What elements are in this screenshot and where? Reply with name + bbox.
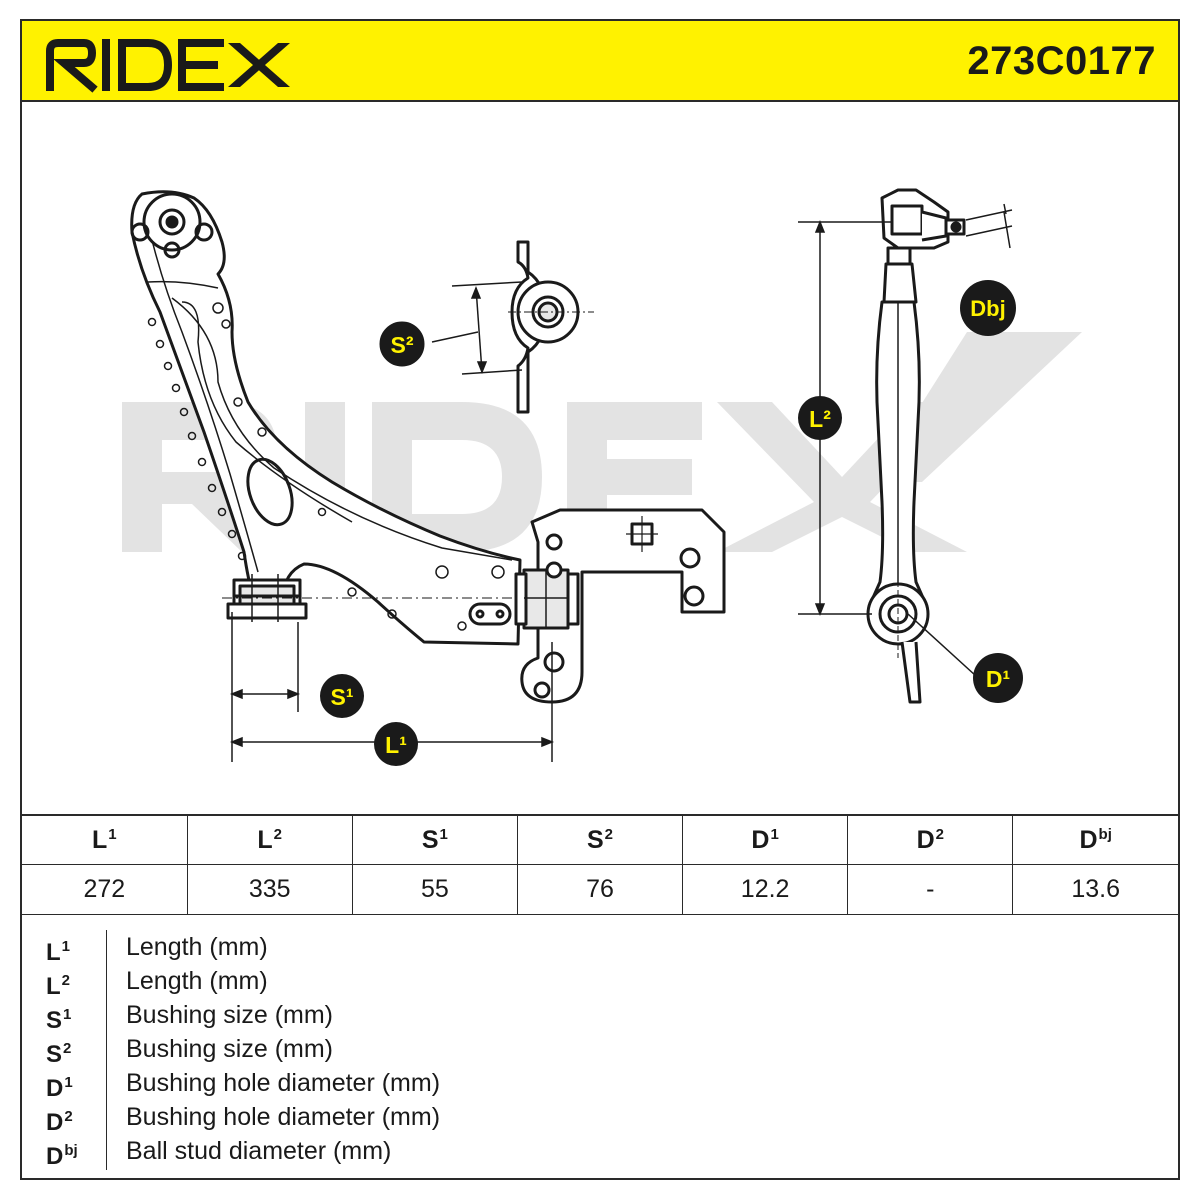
spec-header-cell: L2: [186, 814, 353, 865]
svg-text:D¹: D¹: [986, 666, 1010, 692]
mounting-bracket: [514, 508, 726, 704]
legend-descriptions: Length (mm) Length (mm) Bushing size (mm) B…: [126, 930, 440, 1168]
spec-header-letter: S: [421, 825, 439, 854]
bushing-s2-detail: [508, 240, 594, 414]
spec-header-letter: S: [586, 825, 604, 854]
spec-header-letter: D: [1079, 825, 1098, 854]
legend-code-sup: 2: [63, 1040, 72, 1057]
spec-header-sup: 1: [439, 825, 448, 843]
spec-value-cell: 13.6: [1012, 864, 1178, 915]
legend-code: L1: [22, 930, 106, 966]
label-s2: S²: [379, 321, 425, 367]
legend-code: D2: [22, 1100, 106, 1136]
legend-code-letter: S: [46, 1041, 63, 1068]
spec-header-letter: L: [257, 825, 273, 854]
spec-header-cell: S2: [516, 814, 684, 865]
legend-code: L2: [22, 964, 106, 1000]
spec-header-sup: 2: [935, 825, 944, 843]
legend-code-letter: S: [46, 1007, 63, 1034]
legend-code: S1: [22, 998, 106, 1034]
legend-description: Length (mm): [126, 933, 268, 961]
spec-value-cell: 55: [351, 864, 518, 915]
spec-value-cell: 272: [22, 864, 188, 915]
spec-header-letter: D: [751, 825, 770, 854]
legend-description: Bushing size (mm): [126, 1035, 333, 1063]
spec-header-letter: D: [916, 825, 935, 854]
legend-code: D1: [22, 1066, 106, 1102]
legend-code-sup: 1: [61, 938, 71, 955]
legend-code: Dbj: [22, 1134, 106, 1170]
spec-header-sup: 2: [273, 825, 283, 843]
legend-code-sup: 2: [61, 972, 71, 989]
legend-code-letter: D: [46, 1143, 64, 1170]
svg-text:L²: L²: [809, 406, 831, 432]
svg-text:Dbj: Dbj: [970, 296, 1005, 321]
legend-code: S2: [22, 1032, 106, 1068]
legend-code-sup: 1: [63, 1006, 72, 1023]
technical-drawing: S² S¹ L¹ L² Dbj D¹: [122, 188, 1082, 766]
spec-header-sup: 1: [770, 825, 779, 843]
spec-header-cell: L1: [22, 814, 188, 865]
part-number: 273C0177: [967, 39, 1156, 83]
dimension-lines: [229, 203, 1013, 762]
spec-value-cell: 76: [516, 864, 684, 915]
header-bar: 273C0177: [22, 21, 1178, 102]
ridex-logo: [46, 39, 290, 93]
spec-value-cell: -: [847, 864, 1014, 915]
spec-header-cell: D2: [847, 814, 1014, 865]
spec-header-sup: 2: [604, 825, 613, 843]
spec-value-cell: 12.2: [682, 864, 849, 915]
label-s1: S¹: [320, 674, 364, 718]
legend-description: Ball stud diameter (mm): [126, 1137, 392, 1165]
page-frame: 273C0177: [20, 19, 1180, 1180]
svg-text:L¹: L¹: [385, 732, 407, 758]
side-view: [866, 188, 966, 704]
label-l1: L¹: [374, 722, 418, 766]
legend-code-letter: L: [46, 939, 61, 966]
legend-code-letter: D: [46, 1075, 64, 1102]
spec-header-sup: bj: [1098, 825, 1112, 843]
legend-code-sup: bj: [64, 1142, 78, 1159]
legend-code-letter: L: [46, 973, 61, 1000]
legend-description: Bushing hole diameter (mm): [126, 1103, 441, 1131]
legend-code-letter: D: [46, 1109, 64, 1136]
legend-description: Bushing hole diameter (mm): [126, 1069, 441, 1097]
legend-code-sup: 1: [64, 1074, 73, 1091]
spec-header-cell: D1: [682, 814, 849, 865]
control-arm-view: [130, 190, 542, 646]
svg-text:S²: S²: [391, 332, 414, 358]
spec-header-cell: Dbj: [1012, 814, 1178, 865]
spec-value-cell: 335: [186, 864, 353, 915]
arm-holes: [147, 302, 505, 631]
legend-description: Length (mm): [126, 967, 268, 995]
svg-text:S¹: S¹: [331, 684, 354, 710]
label-l2: L²: [798, 396, 842, 440]
spec-header-letter: L: [92, 825, 108, 854]
spec-header-sup: 1: [108, 825, 117, 843]
legend-code-sup: 2: [64, 1108, 73, 1125]
legend-description: Bushing size (mm): [126, 1001, 333, 1029]
spec-header-cell: S1: [351, 814, 518, 865]
label-dbj: Dbj: [960, 280, 1016, 336]
label-d1: D¹: [973, 653, 1023, 703]
